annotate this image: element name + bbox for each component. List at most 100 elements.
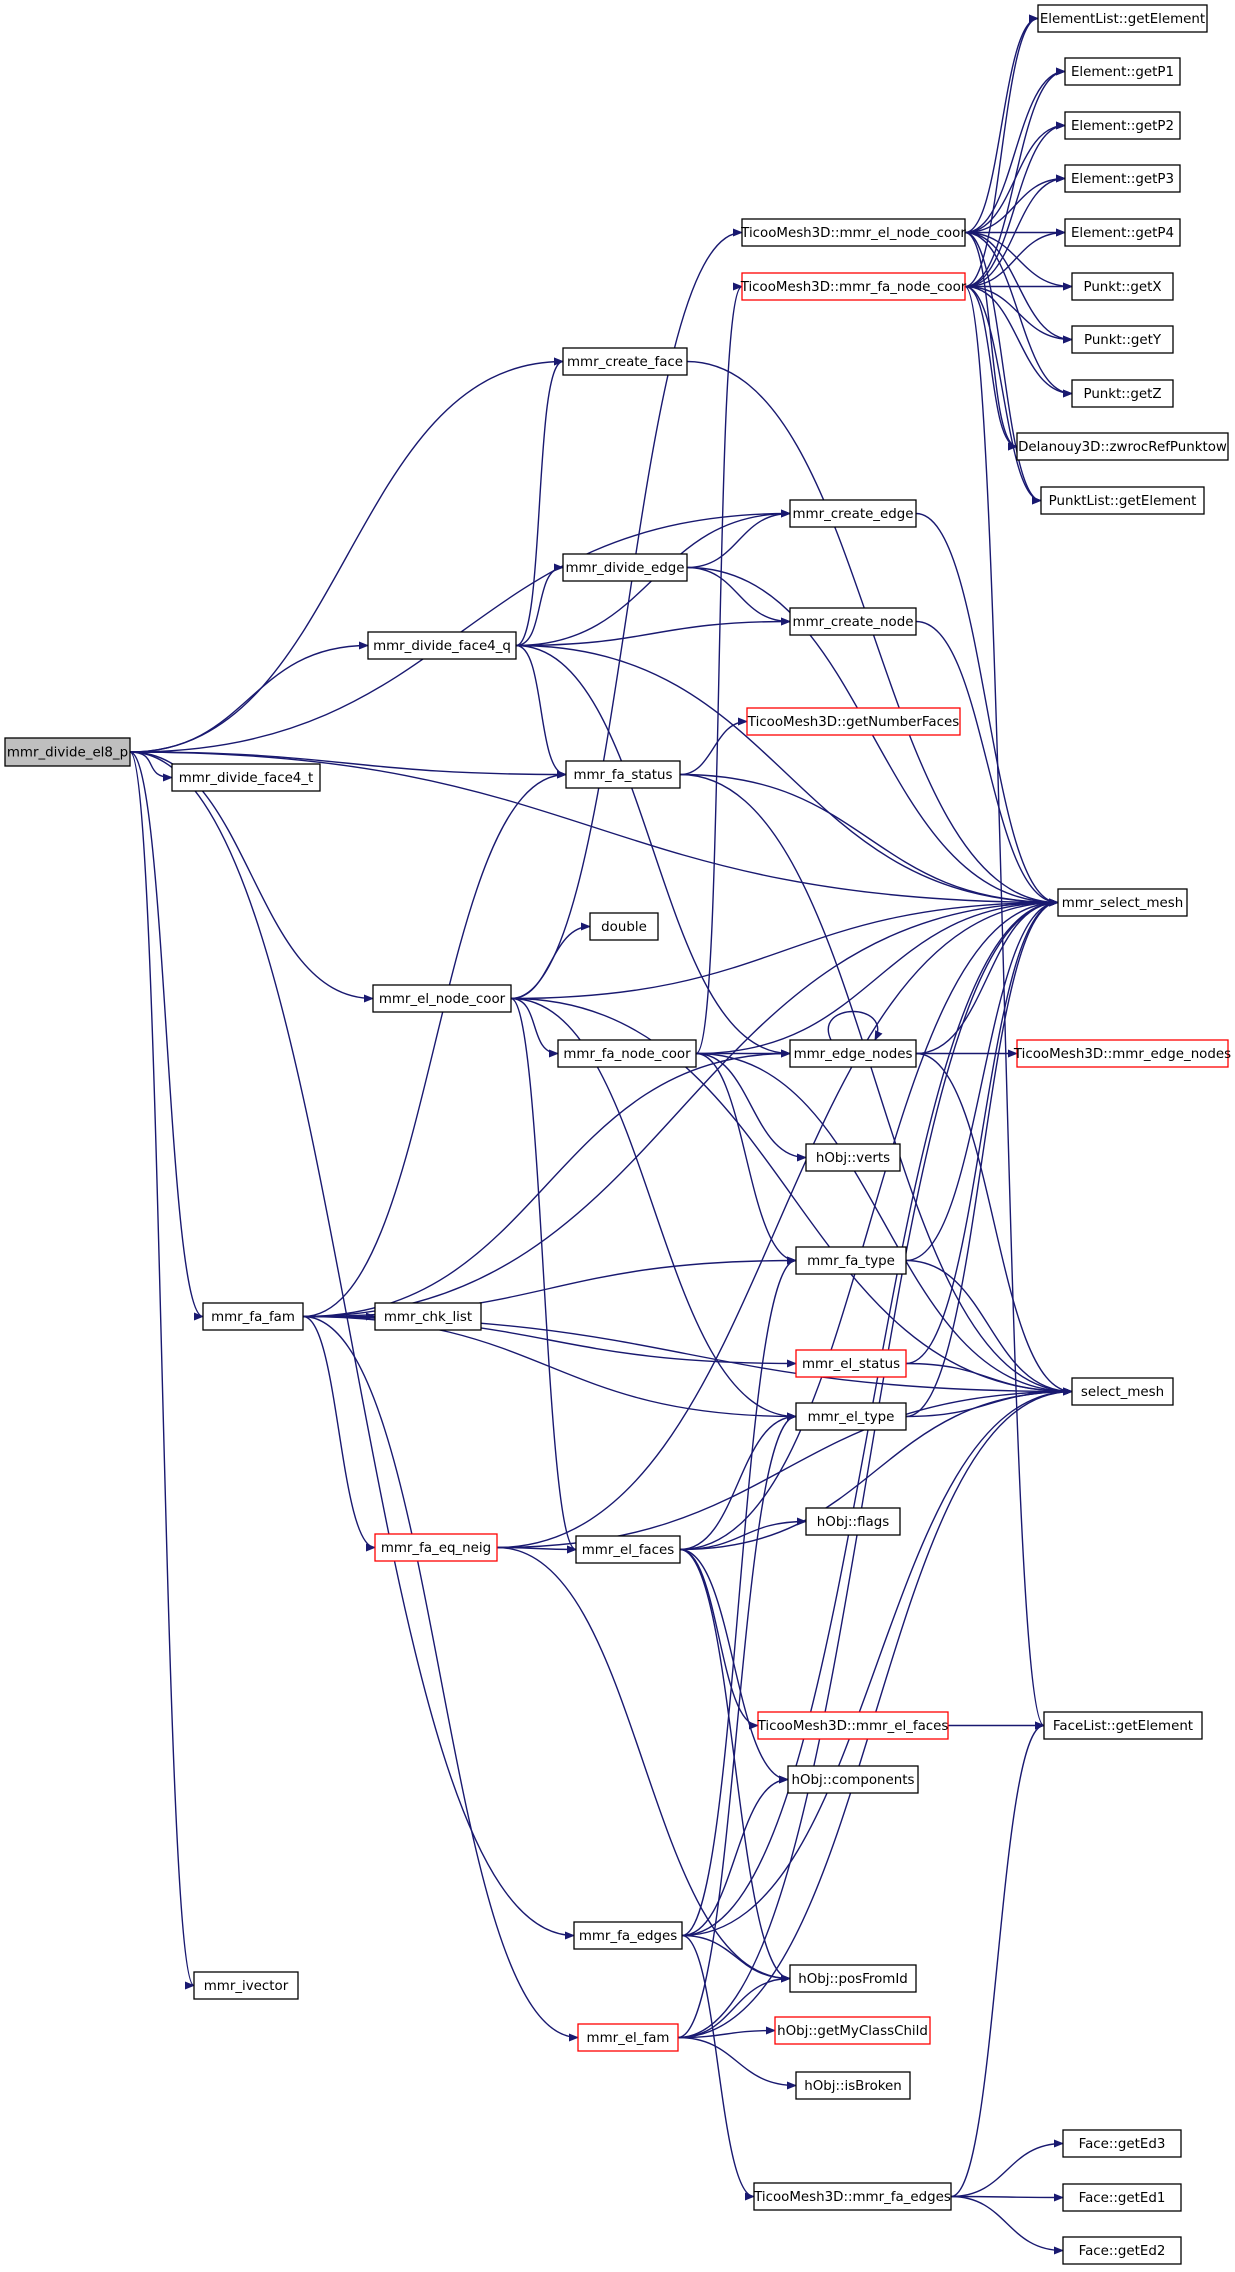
edge-mmr-el-fam-to-hobj-posfromid: [677, 1974, 791, 2039]
edge-mmr-edge-nodes-to-select-mesh: [915, 1052, 1073, 1396]
node-element-getp2[interactable]: Element::getP2: [1064, 111, 1181, 140]
node-box: [193, 1971, 299, 2000]
node-mmr-create-edge[interactable]: mmr_create_edge: [789, 499, 917, 528]
node-mmr-el-fam[interactable]: mmr_el_fam: [577, 2023, 679, 2052]
edge-ticoomesh3d-mmr-fa-node-coor-to-element-getp3: [964, 174, 1066, 288]
node-box: [374, 1533, 498, 1562]
node-box: [789, 1039, 917, 1068]
edge-mmr-fa-edges-to-hobj-posfromid: [681, 1934, 791, 1983]
edge-mmr-el-node-coor-to-mmr-el-faces: [510, 997, 577, 1554]
node-punktlist-getelement[interactable]: PunktList::getElement: [1040, 486, 1205, 515]
node-facelist-getelement[interactable]: FaceList::getElement: [1043, 1711, 1203, 1740]
node-hobj-isbroken[interactable]: hObj::isBroken: [795, 2071, 911, 2100]
edge-mmr-fa-node-coor-to-ticoomesh3d-mmr-fa-node-coor: [695, 282, 743, 1055]
node-label: PunktList::getElement: [1049, 494, 1197, 509]
node-box: [367, 631, 517, 660]
node-element-getp1[interactable]: Element::getP1: [1064, 57, 1181, 86]
node-ticoomesh3d-mmr-edge-nodes[interactable]: TicooMesh3D::mmr_edge_nodes: [1013, 1039, 1231, 1068]
node-hobj-components[interactable]: hObj::components: [787, 1765, 919, 1794]
node-label: hObj::posFromId: [798, 1972, 908, 1987]
node-label: Punkt::getY: [1084, 333, 1162, 348]
edge-ticoomesh3d-mmr-el-node-coor-to-punktlist-getelement: [964, 231, 1042, 505]
node-mmr-chk-list[interactable]: mmr_chk_list: [374, 1302, 482, 1331]
edge-mmr-fa-fam-to-mmr-fa-status: [302, 770, 567, 1318]
node-hobj-flags[interactable]: hObj::flags: [805, 1507, 901, 1536]
node-mmr-ivector[interactable]: mmr_ivector: [193, 1971, 299, 2000]
node-box: [746, 707, 961, 736]
edge-ticoomesh3d-mmr-el-node-coor-to-elementlist-getelement: [964, 14, 1039, 234]
node-mmr-fa-eq-neig[interactable]: mmr_fa_eq_neig: [374, 1533, 498, 1562]
edge-mmr-divide-face4-q-to-mmr-divide-edge: [515, 563, 564, 647]
node-hobj-posfromid[interactable]: hObj::posFromId: [789, 1964, 917, 1993]
node-face-geted1[interactable]: Face::getEd1: [1062, 2183, 1182, 2212]
node-ticoomesh3d-mmr-el-faces[interactable]: TicooMesh3D::mmr_el_faces: [757, 1711, 949, 1740]
node-delanouy3d-zwrocrefpunktow[interactable]: Delanouy3D::zwrocRefPunktow: [1016, 432, 1229, 461]
node-box: [202, 1302, 304, 1331]
node-mmr-el-faces[interactable]: mmr_el_faces: [575, 1535, 681, 1564]
edge-mmr-fa-node-coor-to-mmr-select-mesh: [695, 898, 1059, 1055]
edge-mmr-el-status-to-mmr-select-mesh: [905, 898, 1059, 1365]
node-ticoomesh3d-mmr-fa-edges[interactable]: TicooMesh3D::mmr_fa_edges: [753, 2182, 952, 2211]
node-box: [741, 218, 966, 247]
node-mmr-divide-face4-q[interactable]: mmr_divide_face4_q: [367, 631, 517, 660]
node-label: mmr_divide_el8_p: [7, 746, 128, 761]
node-mmr-el-node-coor[interactable]: mmr_el_node_coor: [372, 984, 512, 1013]
node-face-geted2[interactable]: Face::getEd2: [1062, 2236, 1182, 2265]
node-ticoomesh3d-mmr-fa-node-coor[interactable]: TicooMesh3D::mmr_fa_node_coor: [740, 272, 967, 301]
node-label: TicooMesh3D::getNumberFaces: [747, 715, 959, 730]
edge-mmr-fa-type-to-select-mesh: [905, 1259, 1073, 1396]
node-elementlist-getelement[interactable]: ElementList::getElement: [1037, 4, 1208, 33]
node-box: [795, 1349, 907, 1378]
edge-mmr-fa-edges-to-hobj-components: [681, 1775, 789, 1937]
node-mmr-create-face[interactable]: mmr_create_face: [562, 347, 688, 376]
node-punkt-getx[interactable]: Punkt::getX: [1071, 272, 1174, 301]
node-double[interactable]: double: [589, 912, 659, 941]
node-punkt-getz[interactable]: Punkt::getZ: [1071, 379, 1174, 408]
node-mmr-fa-fam[interactable]: mmr_fa_fam: [202, 1302, 304, 1331]
node-ticoomesh3d-mmr-el-node-coor[interactable]: TicooMesh3D::mmr_el_node_coor: [740, 218, 966, 247]
node-mmr-divide-el8-p[interactable]: mmr_divide_el8_p: [4, 737, 131, 767]
node-mmr-fa-type[interactable]: mmr_fa_type: [795, 1246, 907, 1275]
node-box: [1016, 1039, 1229, 1068]
node-mmr-divide-edge[interactable]: mmr_divide_edge: [562, 553, 688, 582]
edge-mmr-divide-el8-p-to-mmr-create-face: [129, 357, 564, 753]
node-mmr-el-type[interactable]: mmr_el_type: [795, 1402, 907, 1431]
edge-mmr-el-status-to-select-mesh: [905, 1362, 1073, 1396]
node-box: [741, 272, 966, 301]
node-box: [789, 1964, 917, 1993]
node-box: [789, 607, 917, 636]
node-mmr-create-node[interactable]: mmr_create_node: [789, 607, 917, 636]
node-label: hObj::flags: [817, 1515, 889, 1530]
node-label: mmr_fa_eq_neig: [381, 1541, 491, 1556]
edge-mmr-fa-fam-to-mmr-edge-nodes: [302, 1049, 791, 1318]
node-box: [757, 1711, 949, 1740]
node-mmr-fa-node-coor[interactable]: mmr_fa_node_coor: [557, 1039, 697, 1068]
edge-mmr-divide-face4-q-to-mmr-create-node: [515, 617, 791, 647]
node-hobj-verts[interactable]: hObj::verts: [805, 1143, 901, 1172]
node-select-mesh[interactable]: select_mesh: [1071, 1377, 1174, 1406]
edge-mmr-fa-node-coor-to-hobj-verts: [695, 1052, 807, 1162]
node-element-getp4[interactable]: Element::getP4: [1064, 218, 1181, 247]
edge-mmr-create-node-to-mmr-select-mesh: [915, 620, 1059, 907]
node-box: [805, 1507, 901, 1536]
node-box: [562, 347, 688, 376]
edge-mmr-el-fam-to-hobj-isbroken: [677, 2036, 797, 2090]
node-label: TicooMesh3D::mmr_fa_node_coor: [740, 280, 967, 295]
node-box: [774, 2016, 931, 2045]
edge-ticoomesh3d-mmr-el-node-coor-to-punkt-getx: [964, 231, 1073, 291]
node-element-getp3[interactable]: Element::getP3: [1064, 164, 1181, 193]
node-face-geted3[interactable]: Face::getEd3: [1062, 2129, 1182, 2158]
node-punkt-gety[interactable]: Punkt::getY: [1071, 325, 1174, 354]
node-mmr-select-mesh[interactable]: mmr_select_mesh: [1057, 888, 1188, 917]
node-mmr-fa-edges[interactable]: mmr_fa_edges: [573, 1921, 683, 1950]
node-mmr-divide-face4-t[interactable]: mmr_divide_face4_t: [171, 763, 321, 792]
node-box: [753, 2182, 952, 2211]
node-mmr-edge-nodes[interactable]: mmr_edge_nodes: [789, 1039, 917, 1068]
node-hobj-getmyclasschild[interactable]: hObj::getMyClassChild: [774, 2016, 931, 2045]
node-mmr-el-status[interactable]: mmr_el_status: [795, 1349, 907, 1378]
node-ticoomesh3d-getnumberfaces[interactable]: TicooMesh3D::getNumberFaces: [746, 707, 961, 736]
edge-mmr-el-node-coor-to-mmr-el-type: [510, 997, 797, 1421]
node-mmr-fa-status[interactable]: mmr_fa_status: [565, 760, 681, 789]
node-label: mmr_divide_edge: [565, 561, 684, 576]
